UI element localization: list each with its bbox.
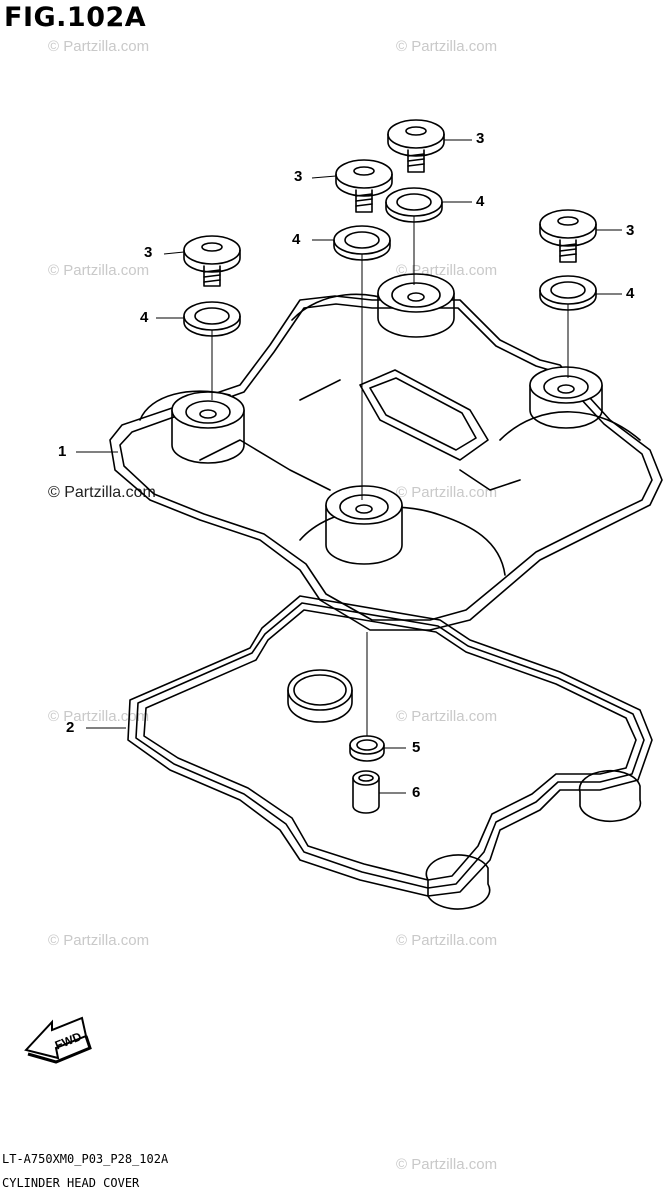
- callout-4: 4: [292, 231, 301, 248]
- callout-3: 3: [476, 130, 485, 147]
- bolt-part-3: [539, 209, 597, 263]
- callout-4: 4: [476, 193, 485, 210]
- leader-lines: [76, 139, 622, 794]
- watermark: © Partzilla.com: [396, 1156, 498, 1173]
- callout-6: 6: [412, 784, 421, 801]
- dowel-part-6: [352, 770, 380, 814]
- head-cover-gasket: [127, 595, 653, 910]
- figure-caption: CYLINDER HEAD COVER: [2, 1176, 140, 1190]
- callout-2: 2: [66, 719, 75, 736]
- watermark: © Partzilla.com: [48, 708, 150, 725]
- fwd-arrow-icon: [24, 1016, 92, 1064]
- watermark: © Partzilla.com: [48, 38, 150, 55]
- seal-part-5: [349, 735, 385, 762]
- watermark: © Partzilla.com: [48, 932, 150, 949]
- callout-3: 3: [294, 168, 303, 185]
- model-code: LT-A750XM0_P03_P28_102A: [2, 1152, 169, 1166]
- figure-title: FIG.102A: [4, 2, 147, 33]
- callout-3: 3: [144, 244, 153, 261]
- callout-4: 4: [140, 309, 149, 326]
- callout-5: 5: [412, 739, 421, 756]
- watermark-dark: © Partzilla.com: [48, 484, 156, 501]
- bolt-part-3: [335, 159, 393, 213]
- callout-4: 4: [626, 285, 635, 302]
- watermark: © Partzilla.com: [396, 484, 498, 501]
- callout-1: 1: [58, 443, 67, 460]
- cylinder-head-cover: [109, 273, 663, 631]
- callout-3: 3: [626, 222, 635, 239]
- watermark: © Partzilla.com: [396, 708, 498, 725]
- watermark: © Partzilla.com: [48, 262, 150, 279]
- bolt-part-3: [387, 119, 445, 173]
- bolt-part-3: [183, 235, 241, 287]
- watermark: © Partzilla.com: [396, 38, 498, 55]
- watermark: © Partzilla.com: [396, 932, 498, 949]
